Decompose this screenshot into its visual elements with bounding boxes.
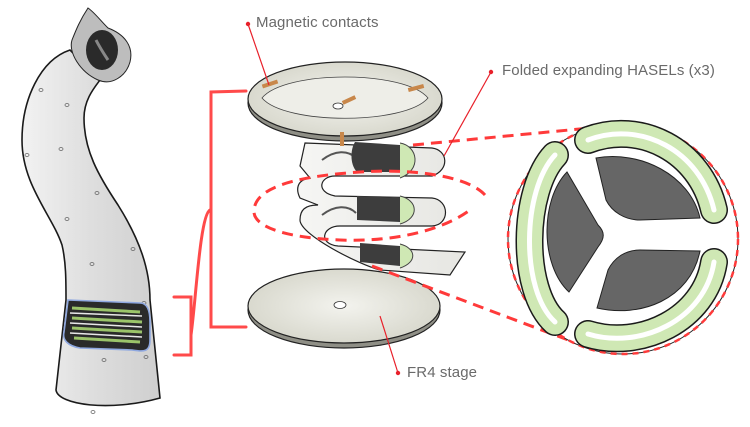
tube-body	[21, 49, 161, 407]
magnetic-contact	[261, 79, 279, 89]
zoom-dashed-guides	[252, 126, 593, 351]
magnetic-contact	[407, 83, 425, 93]
leader-folded-hasels	[443, 71, 492, 157]
label-fr4-stage: FR4 stage	[407, 364, 478, 381]
leader-magnetic-contacts	[247, 23, 270, 86]
embedded-actuator-window	[62, 299, 151, 352]
green-hasel-arcs	[515, 119, 728, 353]
top-magnetic-plate	[247, 61, 443, 146]
magnetic-contact	[340, 132, 344, 146]
hasel-pouches	[351, 142, 416, 269]
leader-fr4-stage	[379, 315, 399, 374]
fr4-stage-plate	[247, 268, 441, 349]
cross-section-zoom	[506, 119, 740, 356]
dark-pouch	[595, 156, 701, 221]
label-folded-hasels: Folded expanding HASELs (x3)	[502, 62, 715, 79]
surface-dots	[24, 88, 149, 414]
dark-pouch	[596, 249, 701, 312]
dark-pouch	[546, 171, 604, 293]
leader-lines	[247, 23, 492, 374]
zoom-bracket	[172, 89, 248, 357]
exploded-actuator-stack	[247, 61, 467, 349]
leader-dots	[245, 21, 494, 376]
tube-robot	[21, 7, 161, 414]
label-magnetic-contacts: Magnetic contacts	[256, 14, 379, 31]
magnetic-contact	[341, 95, 357, 105]
